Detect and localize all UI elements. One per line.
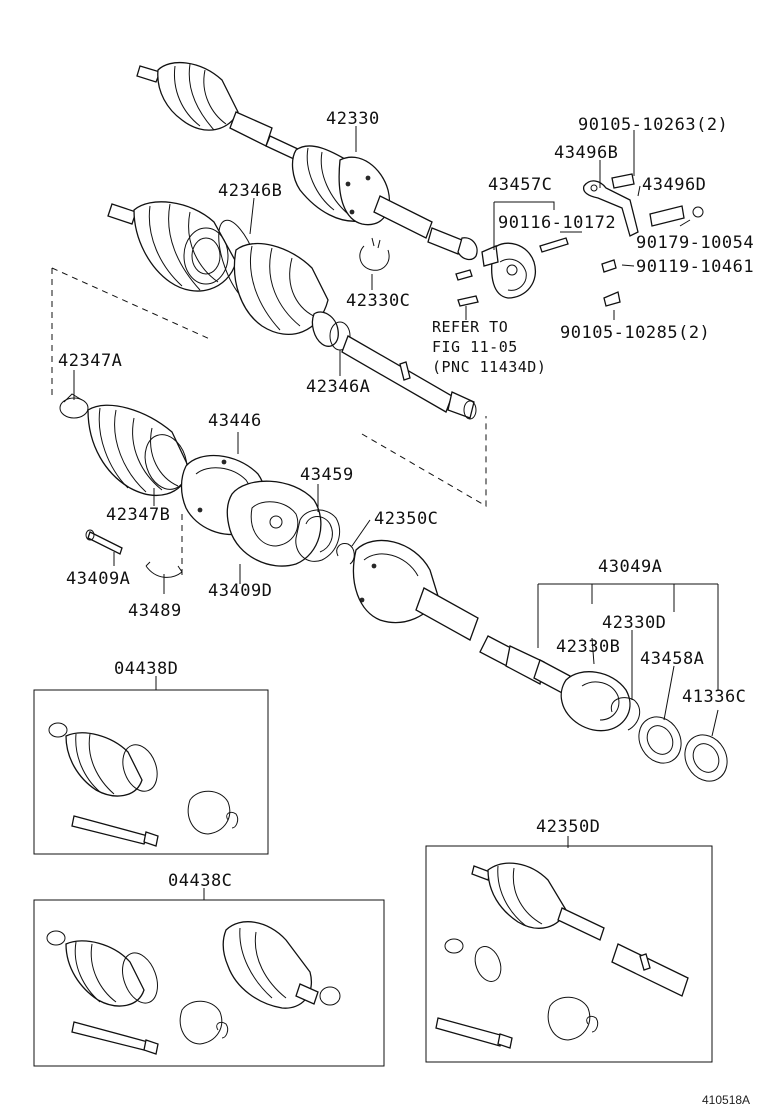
label-43496D[interactable]: 43496D [642,175,706,195]
label-42330[interactable]: 42330 [326,109,380,129]
note-refer-to: REFER TO [432,318,508,336]
label-43049A[interactable]: 43049A [598,557,662,577]
label-43446[interactable]: 43446 [208,411,262,431]
label-43459[interactable]: 43459 [300,465,354,485]
label-43409A[interactable]: 43409A [66,569,130,589]
note-pnc: (PNC 11434D) [432,358,546,376]
label-90119-10461[interactable]: 90119-10461 [636,257,754,277]
outer-joint-shaft[interactable] [352,539,571,695]
label-42346A[interactable]: 42346A [306,377,370,397]
label-43457C[interactable]: 43457C [488,175,552,195]
bearing-42330B[interactable] [560,671,631,732]
drive-shaft-assembly-middle[interactable] [107,201,477,420]
label-90116-10172[interactable]: 90116-10172 [498,213,616,233]
snap-ring-42330C[interactable] [359,237,390,271]
label-42347A[interactable]: 42347A [58,351,122,371]
snap-ring-42330D[interactable] [610,697,641,731]
snap-ring-43459[interactable] [295,509,340,562]
label-42330C[interactable]: 42330C [346,291,410,311]
bolt-43409A[interactable] [85,529,123,555]
note-fig: FIG 11-05 [432,338,518,356]
bracket-arm[interactable] [582,180,704,237]
kit-box-42350D[interactable] [425,845,713,1063]
seal-41336C[interactable] [677,727,736,789]
label-04438C[interactable]: 04438C [168,871,232,891]
drive-shaft-assembly-top[interactable] [136,61,478,261]
label-43409D[interactable]: 43409D [208,581,272,601]
part-labels: 42330 90105-10263(2) 43496B 43496D 43457… [58,109,754,1107]
dashed-leader-frame [51,267,487,580]
label-42350C[interactable]: 42350C [374,509,438,529]
label-42346B[interactable]: 42346B [218,181,282,201]
label-90179-10054[interactable]: 90179-10054 [636,233,754,253]
label-90105-10263[interactable]: 90105-10263(2) [578,115,728,135]
label-41336C[interactable]: 41336C [682,687,746,707]
kit-box-04438C[interactable] [33,899,385,1067]
label-04438D[interactable]: 04438D [114,659,178,679]
bracket-bolts[interactable] [455,173,635,307]
tripod-joint-43409D[interactable] [226,480,322,567]
kit-box-04438D[interactable] [33,689,269,855]
label-42330D[interactable]: 42330D [602,613,666,633]
label-42350D[interactable]: 42350D [536,817,600,837]
figure-id: 410518A [702,1093,750,1107]
label-42347B[interactable]: 42347B [106,505,170,525]
label-43489[interactable]: 43489 [128,601,182,621]
boot-clamp-42347B[interactable] [138,429,193,495]
snap-ring-42350C[interactable] [336,543,355,565]
inner-boot[interactable] [87,404,191,496]
leader-lines [73,126,719,900]
label-42330B[interactable]: 42330B [556,637,620,657]
seal-43458A[interactable] [631,709,690,771]
label-90105-10285[interactable]: 90105-10285(2) [560,323,710,343]
label-43458A[interactable]: 43458A [640,649,704,669]
bearing-bracket[interactable] [481,242,536,299]
label-43496B[interactable]: 43496B [554,143,618,163]
